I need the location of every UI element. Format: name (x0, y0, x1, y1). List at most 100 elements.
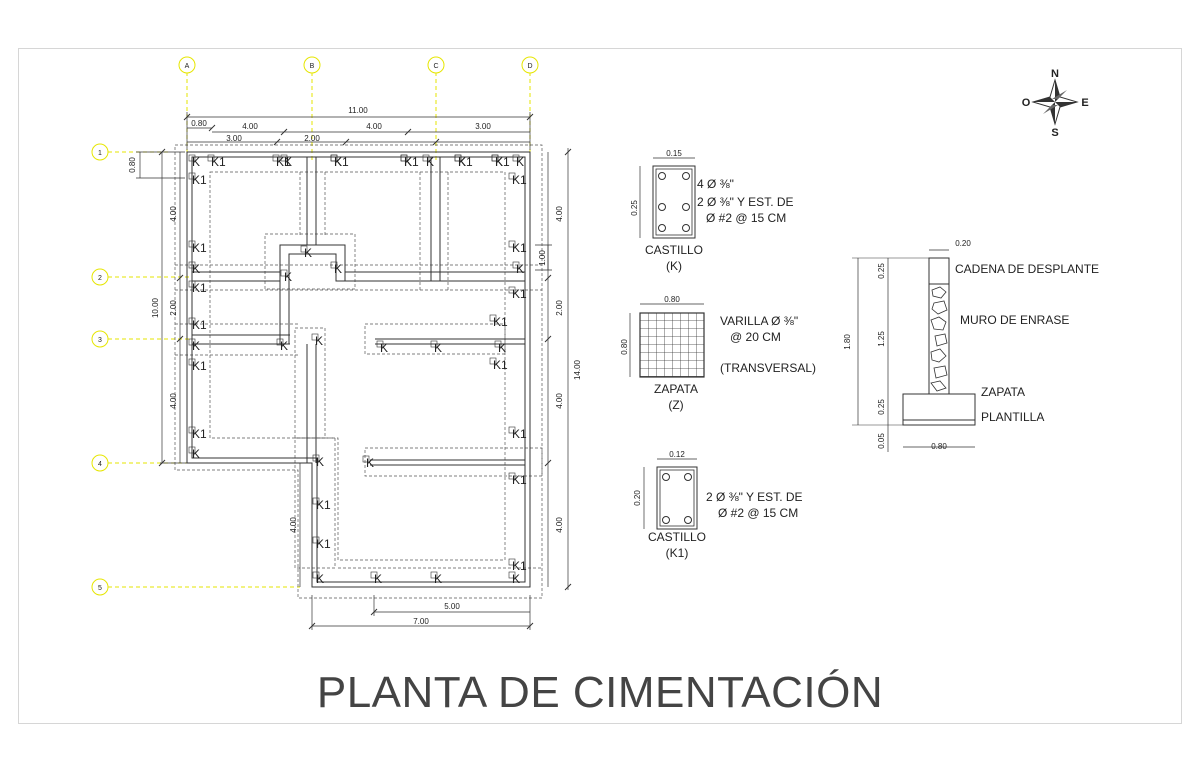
column-k-marker-label: K (516, 155, 524, 169)
section-h-muro: 1.25 (877, 331, 886, 347)
section-h-cadena: 0.25 (877, 263, 886, 279)
column-k1-marker-label: K1 (192, 359, 207, 373)
column-k-marker-label: K (315, 334, 323, 348)
column-k-marker-label: K (192, 262, 200, 276)
zapata-spec-3: (TRANSVERSAL) (720, 361, 816, 375)
section-total-height: 1.80 (843, 334, 852, 350)
zapata-code: (Z) (668, 398, 683, 412)
dim-top-3-00-b: 3.00 (475, 122, 491, 131)
dimension-lines (136, 112, 569, 630)
column-k1-marker-box (188, 317, 196, 325)
column-k-marker-box (508, 571, 516, 579)
column-k-marker-box (512, 154, 520, 162)
column-k1-marker-label: K1 (512, 473, 527, 487)
castillo-k-width: 0.15 (666, 149, 682, 158)
zapata-spec-1: VARILLA Ø ⅜" (720, 314, 798, 328)
column-k1-marker-label: K1 (211, 155, 226, 169)
column-k-marker-label: K (316, 572, 324, 586)
column-k1-marker-box (188, 240, 196, 248)
dim-top-2-00: 2.00 (304, 134, 320, 143)
castillo-k-height: 0.25 (630, 200, 639, 216)
castillo-k-name: CASTILLO (645, 243, 703, 257)
column-k-marker-box (376, 340, 384, 348)
section-base-width: 0.80 (931, 442, 947, 451)
compass-north: N (1051, 68, 1059, 80)
castillo-k-code: (K) (666, 259, 682, 273)
column-k1-marker-box (188, 172, 196, 180)
column-k-marker-box (188, 261, 196, 269)
column-k-marker-box (330, 261, 338, 269)
column-k-marker-box (430, 571, 438, 579)
section-h-plantilla: 0.05 (877, 433, 886, 449)
castillo-k1-width: 0.12 (669, 450, 685, 459)
column-k1-marker-box (508, 426, 516, 434)
column-k1-marker-box (508, 558, 516, 566)
foundation-walls (186, 151, 531, 588)
dim-top-4-00-b: 4.00 (366, 122, 382, 131)
column-k-marker-box (312, 454, 320, 462)
column-k-marker-label: K (498, 341, 506, 355)
axis-label-3: 3 (98, 337, 102, 344)
column-k-marker-box (280, 269, 288, 277)
dim-left-4-00-a: 4.00 (169, 206, 178, 222)
compass-south: S (1051, 127, 1058, 139)
column-k-marker-label: K (192, 339, 200, 353)
column-k1-marker-box (330, 154, 338, 162)
dim-right-4-00-a: 4.00 (555, 206, 564, 222)
column-k-marker-box (422, 154, 430, 162)
column-k-marker-box (276, 338, 284, 346)
column-k-marker-box (494, 340, 502, 348)
column-k1-marker-label: K1 (495, 155, 510, 169)
dim-right-total: 14.00 (573, 359, 582, 380)
axis-label-4: 4 (98, 461, 102, 468)
column-k1-marker-box (489, 357, 497, 365)
column-k1-marker-label: K1 (192, 173, 207, 187)
column-k1-marker-box (454, 154, 462, 162)
column-k-marker-label: K (512, 572, 520, 586)
dim-left-total: 10.00 (151, 297, 160, 318)
column-k1-marker-box (312, 497, 320, 505)
column-k1-marker-box (508, 472, 516, 480)
column-k1-marker-label: K1 (493, 315, 508, 329)
column-k-marker-box (188, 154, 196, 162)
grid-axis-bubbles (91, 56, 539, 596)
section-top-width: 0.20 (955, 239, 971, 248)
column-k-marker-label: K (304, 246, 312, 260)
zapata-name: ZAPATA (654, 382, 698, 396)
dimension-texts: 11.00 0.80 4.00 4.00 3.00 2.00 3.00 0.80… (128, 106, 582, 626)
column-k1-marker-label: K1 (192, 318, 207, 332)
dim-bottom-7-00: 7.00 (413, 617, 429, 626)
dim-top-3-00-a: 3.00 (226, 134, 242, 143)
column-k-marker-label: K (280, 339, 288, 353)
column-k-marker-label: K (516, 262, 524, 276)
dim-left-0-80: 0.80 (128, 157, 137, 173)
column-k1-marker-label: K1 (192, 281, 207, 295)
zapata-height: 0.80 (620, 339, 629, 355)
column-k1-marker-box (400, 154, 408, 162)
drawing-title: PLANTA DE CIMENTACIÓN (316, 668, 884, 717)
detail-castillo-k: 0.15 0.25 4 Ø ⅜" 2 Ø ⅜" Y EST. DE Ø #2 @… (630, 149, 794, 273)
dim-bottom-5-00: 5.00 (444, 602, 460, 611)
column-k1-marker-label: K1 (512, 173, 527, 187)
dim-top-4-00-a: 4.00 (242, 122, 258, 131)
column-k-marker-label: K (192, 155, 200, 169)
column-k-marker-label: K (434, 341, 442, 355)
column-k-marker-label: K (284, 270, 292, 284)
compass-east: E (1081, 97, 1088, 109)
column-k1-marker-box (207, 154, 215, 162)
detail-zapata: 0.80 0.80 VARILLA Ø ⅜" @ 20 CM (TRANSVER… (620, 295, 816, 412)
column-k1-marker-label: K1 (192, 241, 207, 255)
detail-castillo-k1: 0.12 0.20 2 Ø ⅜" Y EST. DE Ø #2 @ 15 CM … (633, 450, 803, 560)
column-k-marker-box (312, 571, 320, 579)
axis-label-1: 1 (98, 150, 102, 157)
section-label-cadena: CADENA DE DESPLANTE (955, 262, 1099, 276)
dim-left-4-00-b: 4.00 (169, 393, 178, 409)
detail-wall-section: 0.20 0.80 1.80 0.25 1.25 0.25 0.05 CADEN… (843, 239, 1099, 452)
column-k-marker-label: K (404, 155, 412, 169)
section-label-zapata: ZAPATA (981, 385, 1025, 399)
castillo-k1-height: 0.20 (633, 490, 642, 506)
axis-label-b: B (310, 63, 315, 70)
column-k-marker-box (188, 446, 196, 454)
